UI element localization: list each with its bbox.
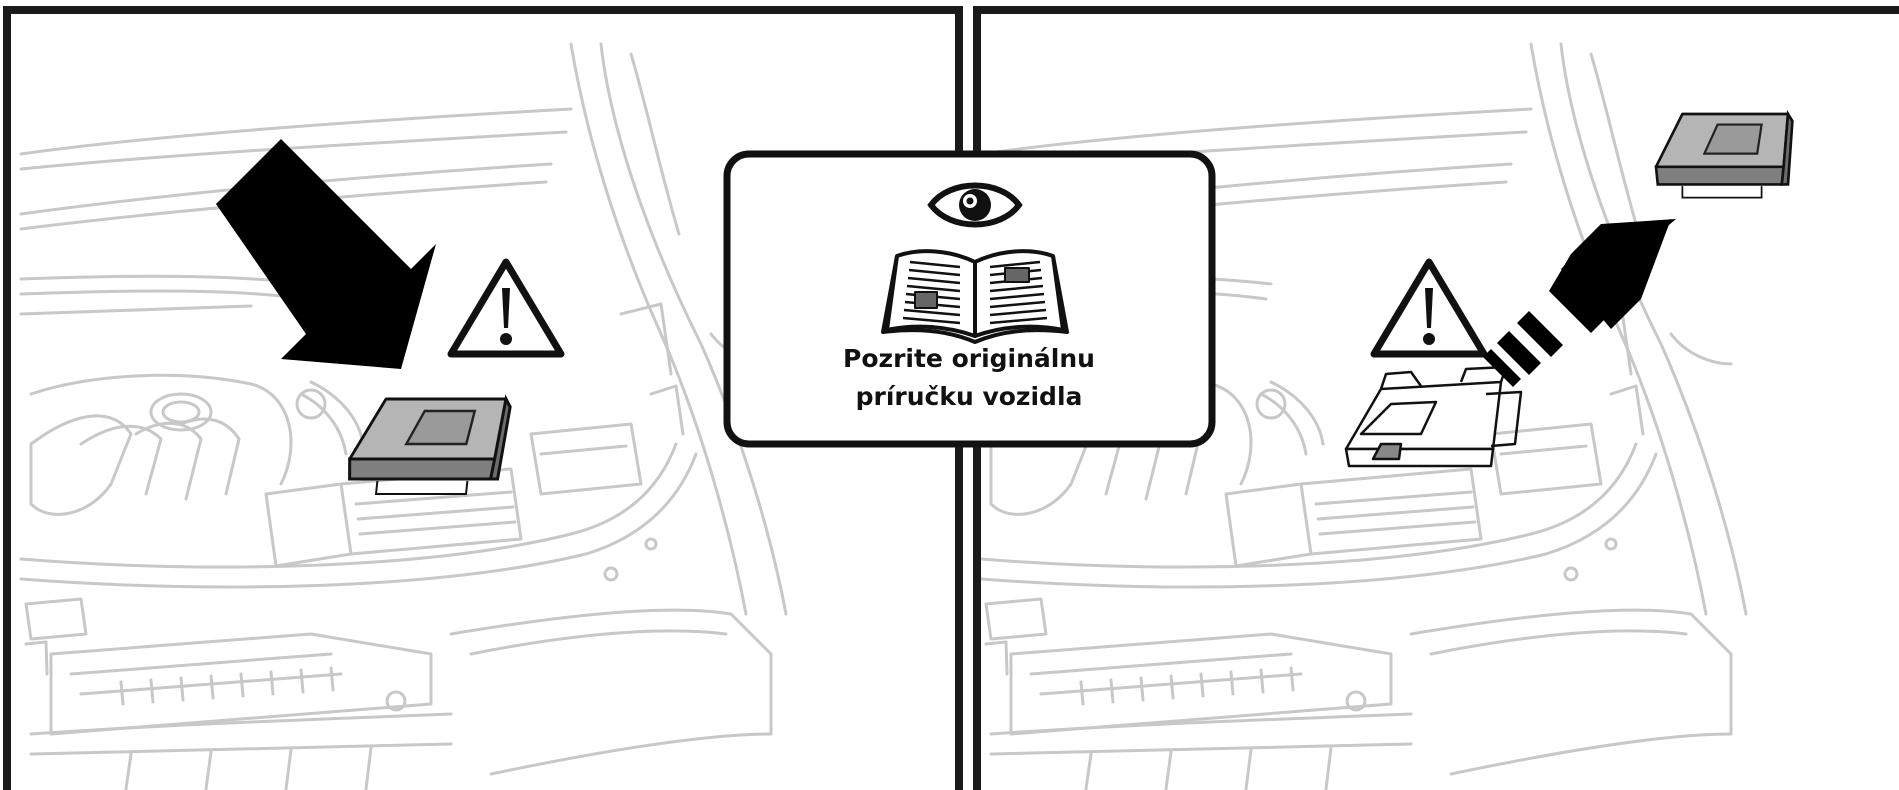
eye-icon xyxy=(931,186,1019,225)
open-book-icon xyxy=(883,251,1067,342)
callout-line-2: príručku vozidla xyxy=(757,382,1181,411)
callout-line-1: Pozrite originálnu xyxy=(757,344,1181,373)
battery-cover-removed xyxy=(1656,114,1792,198)
